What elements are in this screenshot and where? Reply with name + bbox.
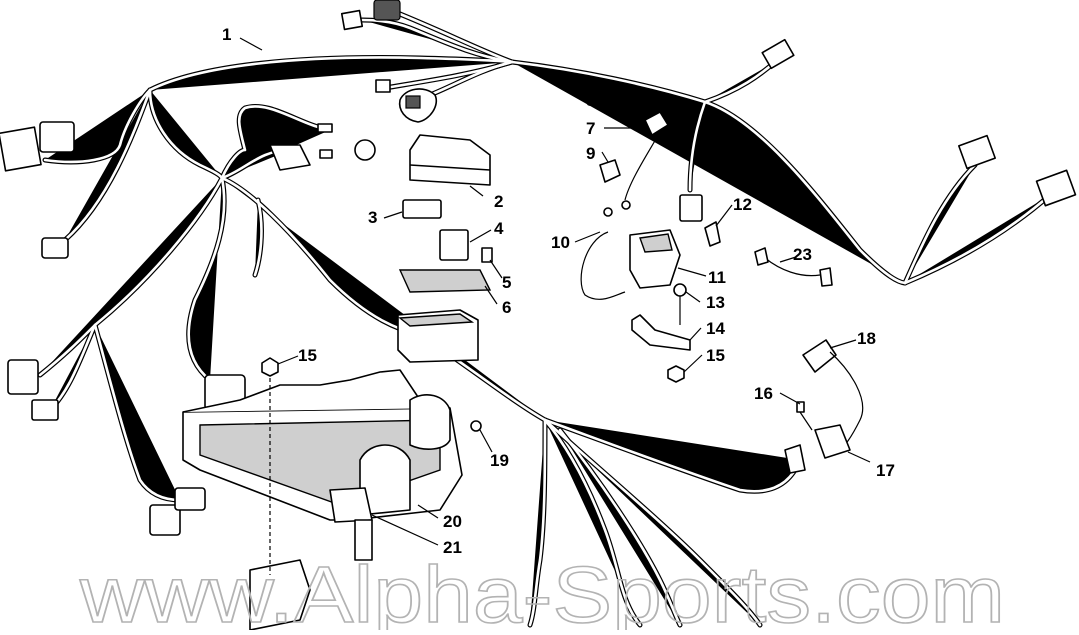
battery-tray-group — [182, 357, 493, 631]
callout-2: 2 — [494, 192, 503, 211]
watermark-text: www.Alpha-Sports.com — [79, 550, 1005, 630]
callout-10: 10 — [551, 233, 570, 252]
solenoid-group — [580, 111, 833, 383]
wiring-harness — [40, 12, 1050, 625]
callout-1: 1 — [222, 25, 231, 44]
callout-15-right: 15 — [706, 346, 725, 365]
callout-21: 21 — [443, 538, 462, 557]
callout-23: 23 — [793, 245, 812, 264]
callout-17: 17 — [876, 461, 895, 480]
callout-3: 3 — [368, 208, 377, 227]
callout-14: 14 — [706, 319, 725, 338]
callout-16: 16 — [754, 384, 773, 403]
callout-7: 7 — [586, 119, 595, 138]
callout-9: 9 — [586, 144, 595, 163]
callout-labels: 1 2 3 4 5 6 7 8 9 10 11 12 13 14 15 15 1… — [222, 25, 895, 557]
ignition-coil-group — [784, 339, 864, 474]
callout-15-left: 15 — [298, 346, 317, 365]
callout-5: 5 — [502, 273, 511, 292]
fuse-box-group — [397, 134, 493, 363]
callout-20: 20 — [443, 512, 462, 531]
callout-6: 6 — [502, 298, 511, 317]
connector-group — [0, 0, 1077, 536]
callout-19: 19 — [490, 451, 509, 470]
callout-18: 18 — [857, 329, 876, 348]
leader-lines — [239, 37, 871, 546]
callout-13: 13 — [706, 293, 725, 312]
callout-12: 12 — [733, 195, 752, 214]
callout-11: 11 — [708, 268, 726, 287]
callout-8: 8 — [586, 91, 595, 110]
callout-4: 4 — [494, 219, 504, 238]
